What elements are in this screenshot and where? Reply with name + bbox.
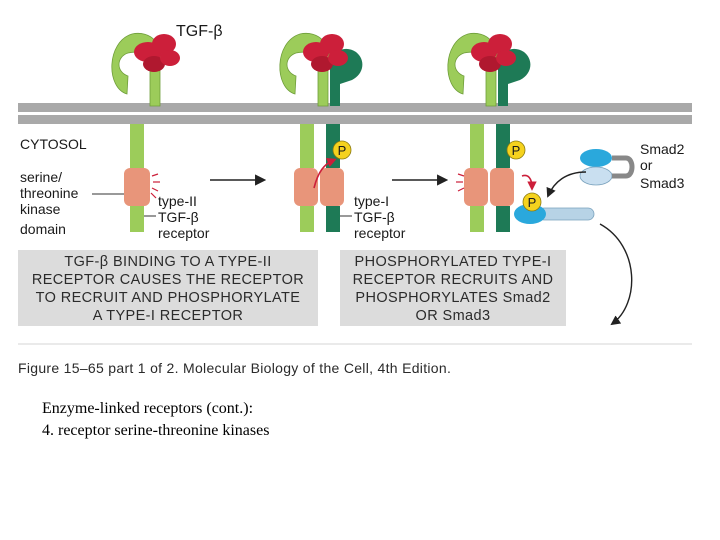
release-arrow xyxy=(599,223,633,326)
slide-notes: Enzyme-linked receptors (cont.): 4. rece… xyxy=(42,398,269,442)
svg-text:or: or xyxy=(640,157,653,173)
smad-protein-free xyxy=(579,149,635,186)
svg-text:threonine: threonine xyxy=(20,185,79,201)
activity-spark-1 xyxy=(150,173,160,199)
svg-text:serine/: serine/ xyxy=(20,169,62,185)
phosphate-badge: P xyxy=(506,140,526,160)
kinase-domain xyxy=(124,168,150,206)
svg-text:type-I: type-I xyxy=(354,193,389,209)
svg-text:PHOSPHORYLATES Smad2: PHOSPHORYLATES Smad2 xyxy=(355,290,550,306)
type-i-receptor-label: type-I TGF-β receptor xyxy=(340,193,406,241)
type-ii-receptor-stage2 xyxy=(279,32,330,232)
figure-caption: Figure 15–65 part 1 of 2. Molecular Biol… xyxy=(18,360,451,376)
svg-text:domain: domain xyxy=(20,221,66,237)
type-ii-receptor-label: type-II TGF-β receptor xyxy=(144,193,210,241)
svg-text:P: P xyxy=(338,143,347,158)
svg-text:Smad3: Smad3 xyxy=(640,175,685,191)
svg-text:P: P xyxy=(528,195,537,210)
phosphorylation-arrow xyxy=(313,158,337,189)
tgf-beta-ligand xyxy=(134,34,180,72)
note-line-1: Enzyme-linked receptors (cont.): xyxy=(42,400,254,417)
phosphate-badge: P xyxy=(332,140,352,160)
activity-spark-3 xyxy=(456,173,465,192)
tgf-beta-ligand xyxy=(471,34,516,72)
smad-label: Smad2 or Smad3 xyxy=(640,141,685,191)
svg-text:P: P xyxy=(512,143,521,158)
svg-text:TGF-β BINDING TO A TYPE-II: TGF-β BINDING TO A TYPE-II xyxy=(64,254,271,270)
caption-box-2: PHOSPHORYLATED TYPE-I RECEPTOR RECRUITS … xyxy=(340,250,566,326)
svg-text:PHOSPHORYLATED TYPE-I: PHOSPHORYLATED TYPE-I xyxy=(355,254,552,270)
svg-text:TGF-β: TGF-β xyxy=(354,209,395,225)
svg-text:TGF-β: TGF-β xyxy=(158,209,199,225)
svg-text:kinase: kinase xyxy=(20,201,61,217)
tgf-beta-label: TGF-β xyxy=(176,23,223,40)
svg-text:Smad2: Smad2 xyxy=(640,141,685,157)
smad-phosphorylation-arrow xyxy=(521,174,537,191)
svg-text:receptor: receptor xyxy=(354,225,406,241)
svg-text:RECEPTOR CAUSES THE RECEPTOR: RECEPTOR CAUSES THE RECEPTOR xyxy=(32,272,304,288)
svg-text:TO RECRUIT AND PHOSPHORYLATE: TO RECRUIT AND PHOSPHORYLATE xyxy=(36,290,301,306)
svg-text:type-II: type-II xyxy=(158,193,197,209)
svg-text:OR Smad3: OR Smad3 xyxy=(416,308,491,324)
svg-text:receptor: receptor xyxy=(158,225,210,241)
svg-text:A TYPE-I RECEPTOR: A TYPE-I RECEPTOR xyxy=(93,308,244,324)
caption-box-1: TGF-β BINDING TO A TYPE-II RECEPTOR CAUS… xyxy=(18,250,318,326)
smad-protein-bound: P xyxy=(514,192,595,224)
tgf-beta-ligand xyxy=(303,34,348,72)
kinase-domain-label: serine/ threonine kinase domain xyxy=(20,169,124,237)
tgf-beta-signaling-diagram: P P xyxy=(18,23,692,376)
recruit-arrow xyxy=(546,171,587,198)
plasma-membrane xyxy=(18,103,692,124)
note-line-2: 4. receptor serine-threonine kinases xyxy=(42,422,270,439)
svg-text:RECEPTOR RECRUITS AND: RECEPTOR RECRUITS AND xyxy=(353,272,554,288)
cytosol-label: CYTOSOL xyxy=(20,136,87,152)
